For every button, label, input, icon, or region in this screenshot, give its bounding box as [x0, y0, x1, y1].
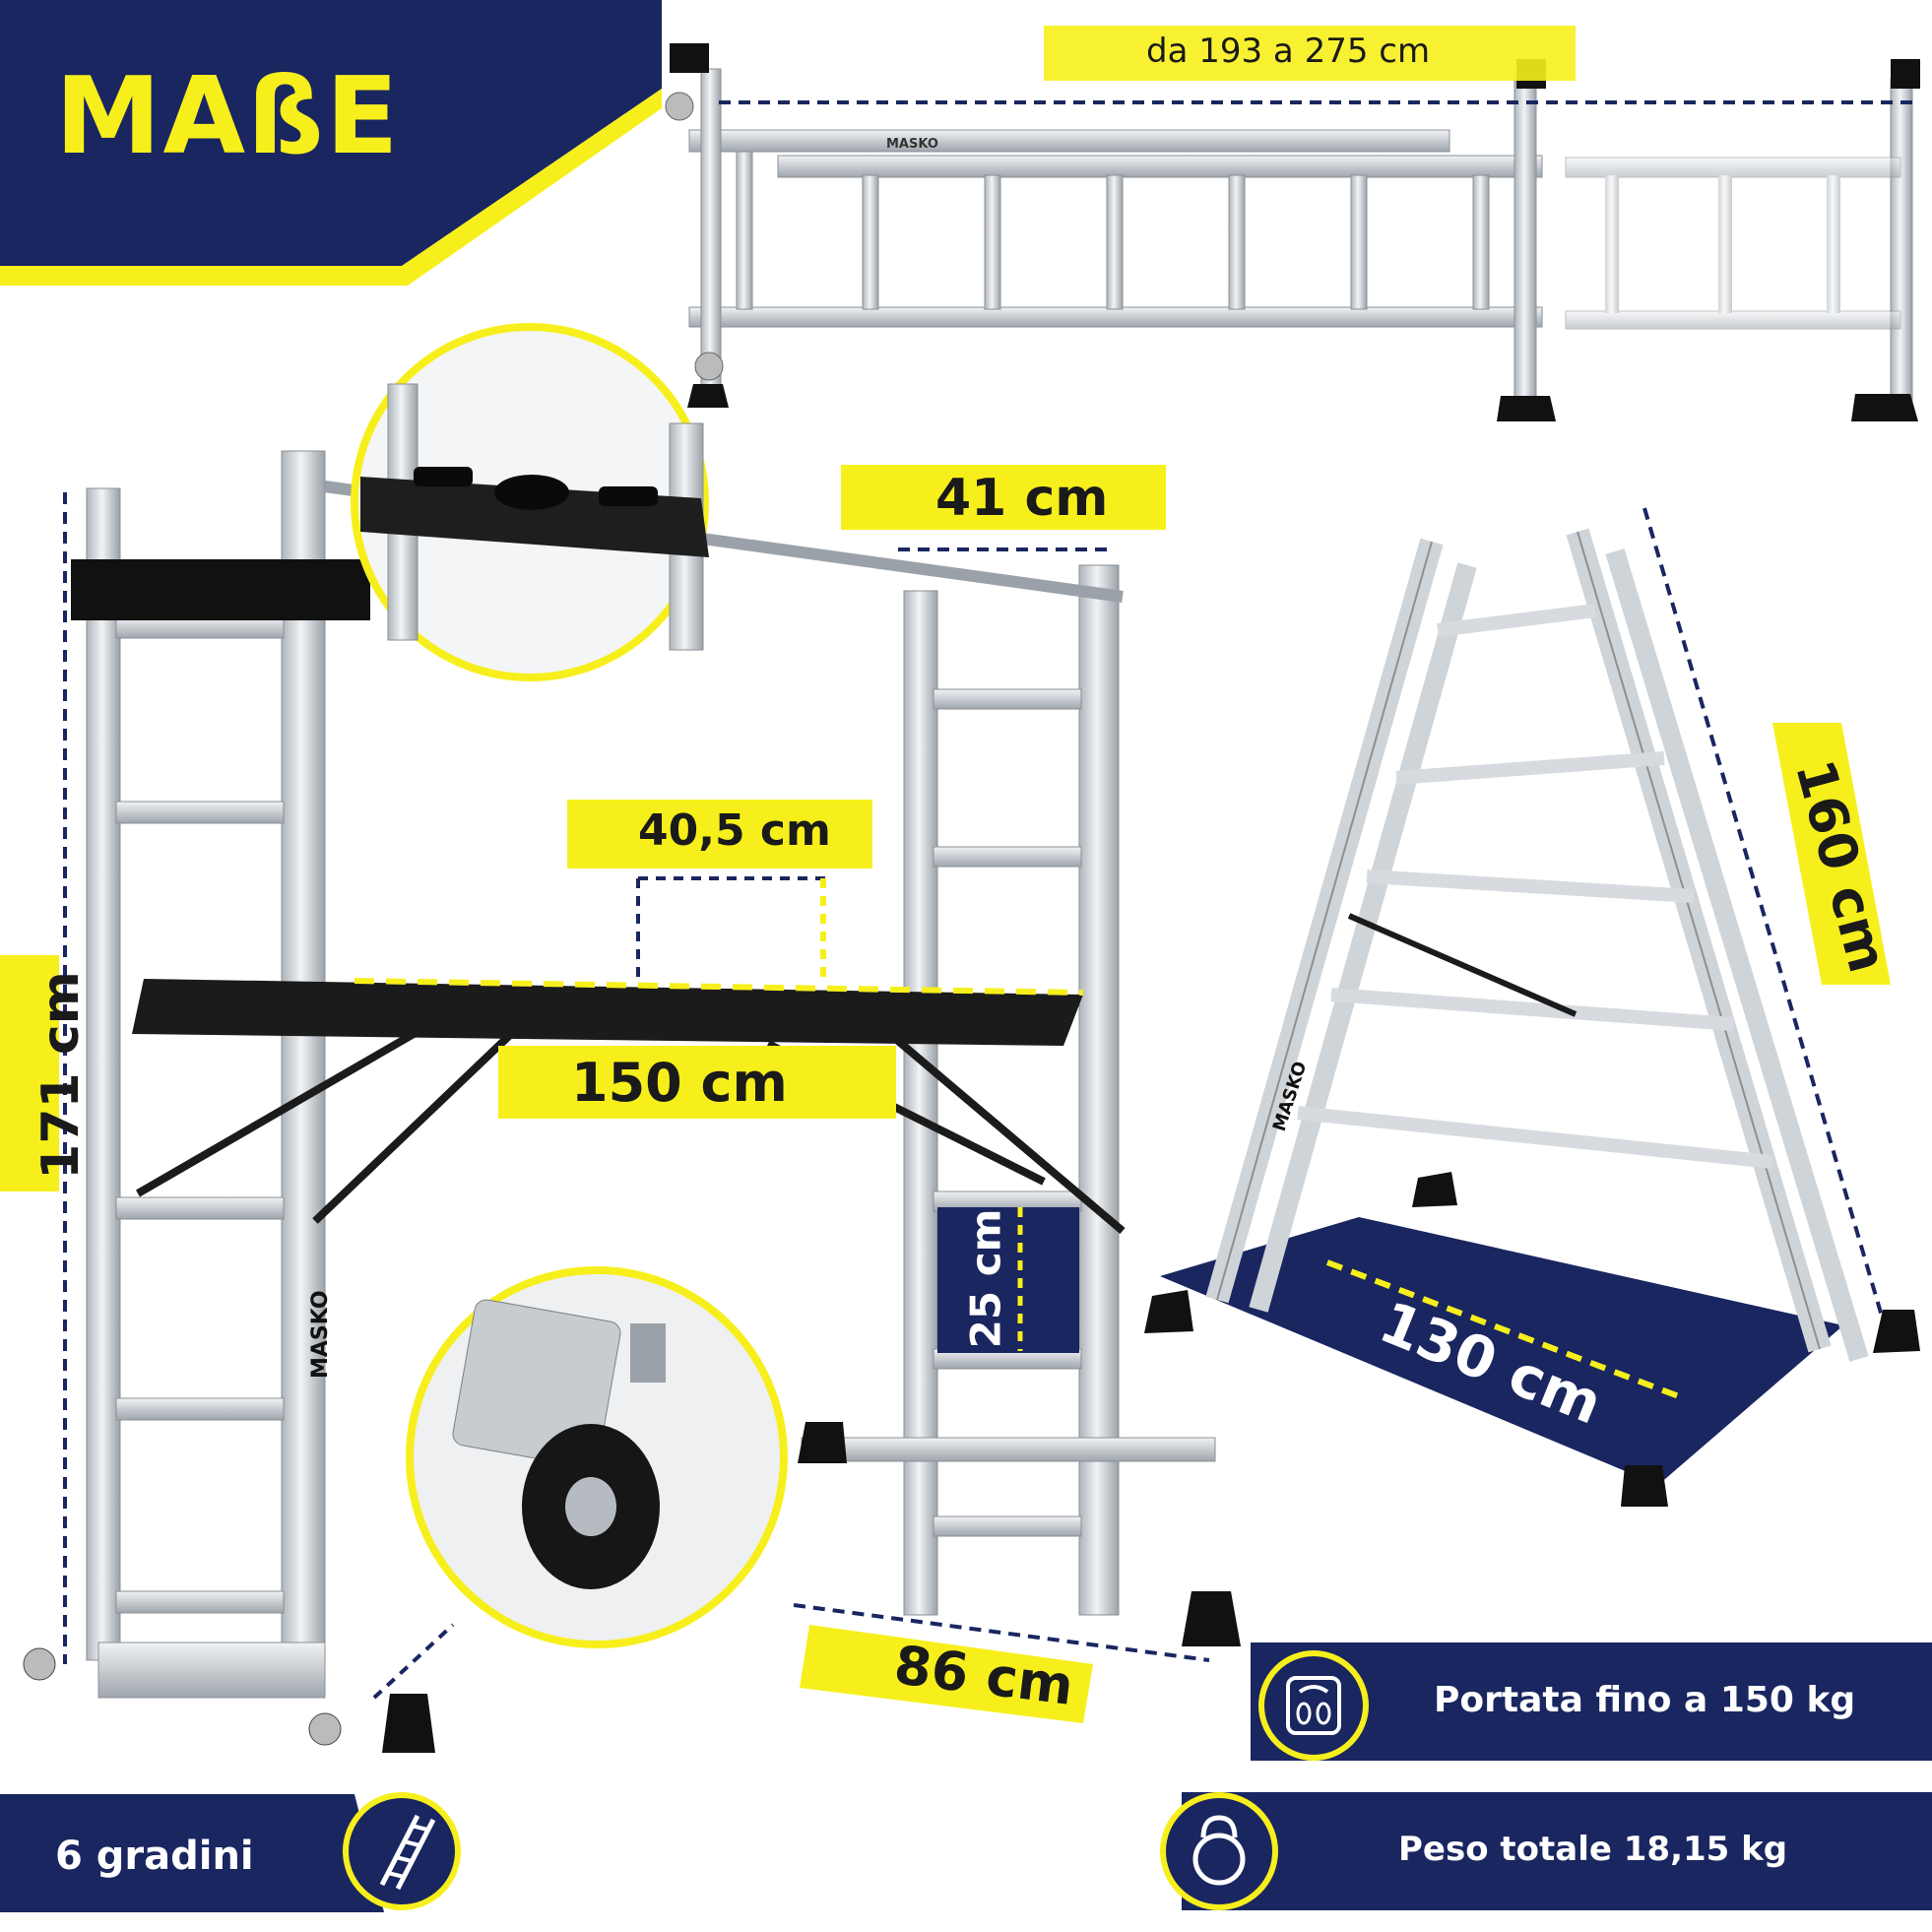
steps-bar — [0, 1794, 384, 1912]
extension-ladder-illustration: MASKO — [665, 43, 1920, 421]
extension-length-label: da 193 a 275 cm — [1146, 32, 1431, 71]
tray-width-label: 41 cm — [935, 469, 1109, 528]
scaffold-illustration: MASKO — [23, 450, 1241, 1753]
capacity-text: Portata fino a 150 kg — [1434, 1680, 1856, 1720]
capacity-bar — [1251, 1642, 1932, 1761]
weight-bar — [1182, 1792, 1932, 1910]
weight-text: Peso totale 18,15 kg — [1398, 1830, 1788, 1869]
height-label: 171 cm — [31, 971, 91, 1180]
svg-text:MASKO: MASKO — [886, 137, 938, 152]
kettlebell-icon — [1160, 1792, 1278, 1910]
steps-text: 6 gradini — [55, 1834, 254, 1879]
rung-spacing-label: 25 cm — [961, 1208, 1010, 1349]
header-stripe — [0, 89, 662, 286]
platform-depth-label: 40,5 cm — [638, 805, 831, 856]
tool-tray-zoom — [351, 323, 709, 681]
caster-zoom — [406, 1266, 788, 1648]
platform-length-label: 150 cm — [571, 1052, 788, 1114]
base-dim-line — [793, 1603, 1210, 1662]
label-highlights — [0, 26, 1891, 1723]
platform-dim-line — [354, 978, 1084, 996]
a-frame-illustration: MASKO — [1144, 528, 1920, 1507]
ladder-icon — [343, 1792, 461, 1910]
page-title: MAßE — [55, 55, 401, 178]
header-banner — [0, 0, 662, 266]
scale-icon — [1258, 1650, 1369, 1761]
a-frame-dim-line — [1642, 507, 1885, 1320]
svg-text:MASKO: MASKO — [308, 1290, 333, 1379]
